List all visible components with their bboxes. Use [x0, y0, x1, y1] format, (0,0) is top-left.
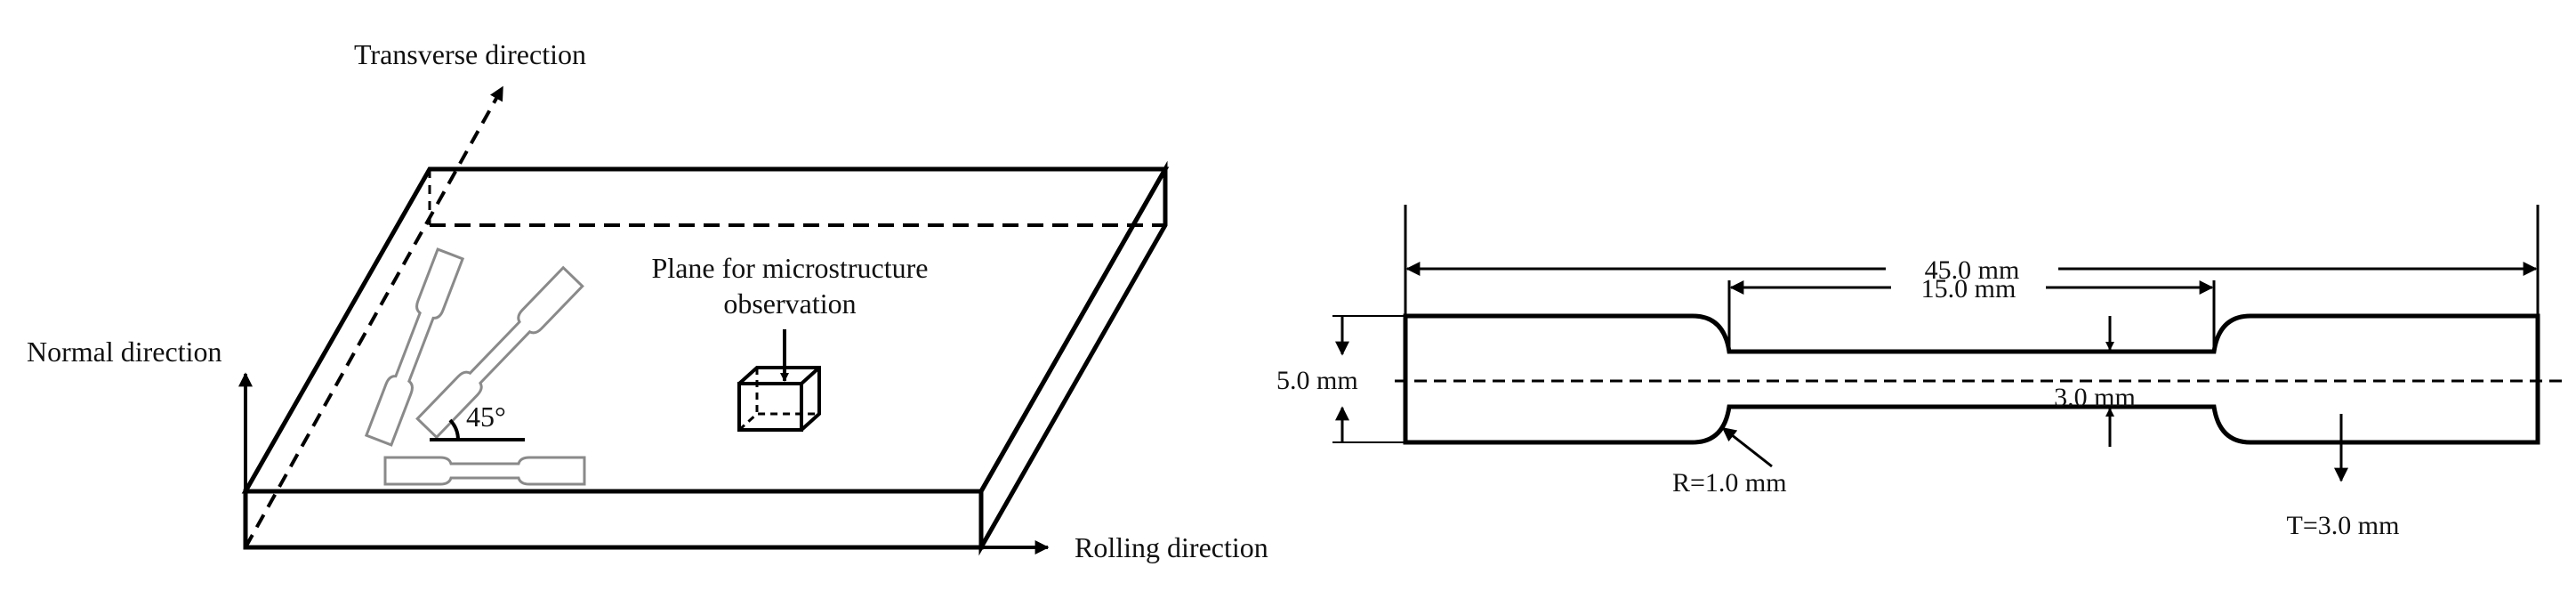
gauge-width-label: 3.0 mm [2054, 383, 2136, 412]
angle-arc [448, 418, 460, 441]
specimen-45-degree [415, 265, 584, 440]
overall-length-label: 45.0 mm [1925, 255, 2020, 285]
plane-label-line1: Plane for microstructure [652, 252, 929, 284]
fillet-radius-label: R=1.0 mm [1672, 468, 1787, 498]
plate-diagram: 45° Transverse direction Normal directio… [27, 38, 1268, 563]
observation-cube [737, 366, 821, 432]
specimen-outline [1403, 313, 2540, 445]
thickness-label: T=3.0 mm [2287, 511, 2400, 540]
fillet-radius-leader [1721, 426, 1773, 468]
specimen-dimension-drawing: 45.0 mm 15.0 mm 5.0 mm 3.0 mm R=1.0 mm T… [1276, 205, 2562, 540]
plate-front-face [243, 489, 984, 550]
specimen-90-degree [364, 247, 465, 447]
plane-label-line2: observation [723, 287, 856, 320]
gauge-length-label: 15.0 mm [1921, 274, 2017, 304]
transverse-direction-arrow [244, 85, 504, 548]
transverse-direction-label: Transverse direction [354, 38, 586, 70]
rolling-direction-label: Rolling direction [1075, 531, 1268, 563]
angle-label: 45° [466, 401, 506, 433]
specimen-0-degree [383, 456, 586, 486]
normal-direction-label: Normal direction [27, 336, 221, 368]
grip-width-label: 5.0 mm [1276, 366, 1358, 395]
